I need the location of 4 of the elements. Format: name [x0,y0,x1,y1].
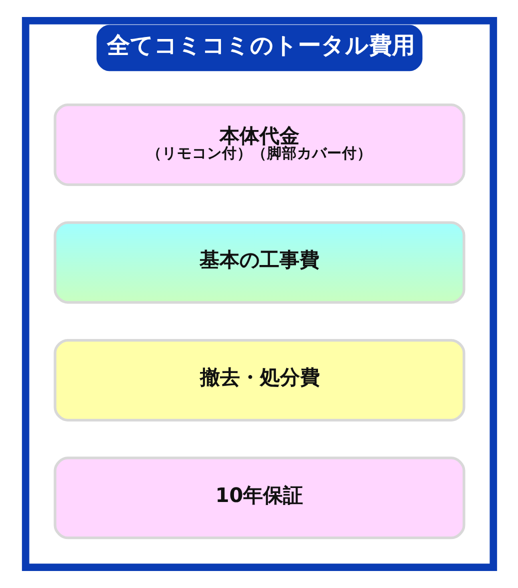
node-box: 10年保証 [53,456,465,540]
node-box: 基本の工事費 [53,221,465,304]
node-box: 本体代金 （リモコン付）（脚部カバー付） [53,103,465,186]
node-box: 撤去・処分費 [53,338,465,422]
